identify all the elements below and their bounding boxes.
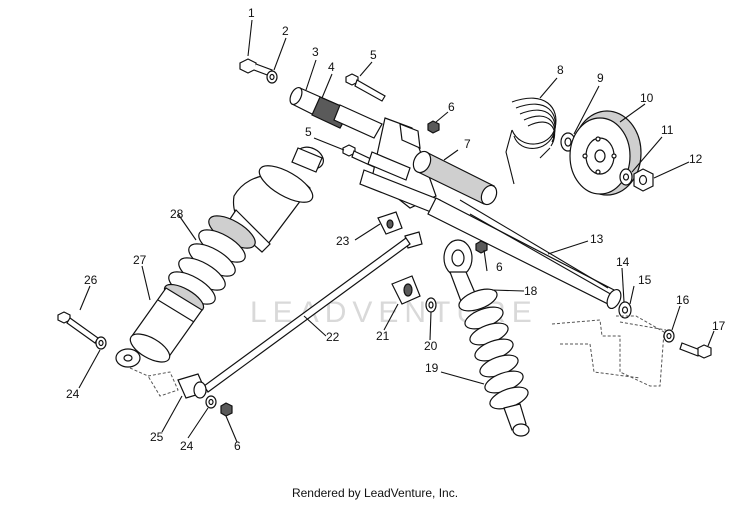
callout-2: 2: [282, 24, 289, 38]
callout-8: 8: [557, 63, 564, 77]
callout-28: 28: [170, 207, 184, 221]
shock-spring-19: [458, 288, 530, 437]
bushing-14-15: [618, 301, 632, 319]
nut-6-top: [427, 120, 440, 134]
callout-22: 22: [326, 330, 340, 344]
rear-shock-27: [227, 146, 324, 253]
washer-24-lower: [205, 395, 217, 409]
washer-20: [425, 297, 437, 313]
rail-mount-outline: [551, 315, 667, 387]
nut-6-lower: [220, 402, 233, 417]
washer-11: [619, 168, 633, 186]
leader-lines: [78, 19, 715, 443]
callout-20: 20: [424, 339, 438, 353]
rear-shock-spring-28: [163, 215, 256, 313]
sleeve-3: [289, 86, 383, 139]
callout-4: 4: [328, 60, 335, 74]
callout-5-lower: 5: [305, 125, 312, 139]
callout-7: 7: [464, 137, 471, 151]
callout-11: 11: [661, 123, 674, 137]
callout-15: 15: [638, 273, 652, 287]
callout-6-center: 6: [496, 260, 503, 274]
washer-2: [266, 70, 278, 84]
callout-5-upper: 5: [370, 48, 377, 62]
washer-24-left: [95, 336, 107, 350]
callout-3: 3: [312, 45, 319, 59]
callout-25: 25: [150, 430, 164, 444]
pivot-bracket-7: [359, 117, 498, 215]
callout-21: 21: [376, 329, 390, 343]
callout-24-lower: 24: [180, 439, 194, 453]
bushing-21: [391, 275, 421, 305]
callout-19: 19: [425, 361, 439, 375]
bolt-17: [679, 342, 712, 359]
callout-17: 17: [712, 319, 726, 333]
washer-16: [663, 329, 675, 343]
callout-18: 18: [524, 284, 538, 298]
shock-mount-outline: [129, 367, 179, 397]
callout-6-lower: 6: [234, 439, 241, 453]
torsion-spring-8: [505, 97, 557, 185]
swing-arm-13: [427, 197, 622, 310]
rear-shock-body: [115, 287, 203, 368]
callout-9: 9: [597, 71, 604, 85]
callout-16: 16: [676, 293, 690, 307]
callout-26: 26: [84, 273, 98, 287]
callout-23: 23: [336, 234, 350, 248]
callout-14: 14: [616, 255, 630, 269]
callout-6-top: 6: [448, 100, 455, 114]
bolt-1: [239, 58, 273, 77]
callout-13: 13: [590, 232, 604, 246]
callout-27: 27: [133, 253, 147, 267]
bolt-26: [57, 311, 99, 344]
callout-24-left: 24: [66, 387, 80, 401]
bushing-25: [177, 373, 207, 399]
bolt-5-upper: [345, 73, 386, 102]
callout-10: 10: [640, 91, 654, 105]
nut-12: [633, 168, 654, 192]
nut-6-center: [475, 240, 488, 254]
footer-credit: Rendered by LeadVenture, Inc.: [291, 486, 459, 500]
bushing-23: [377, 211, 403, 235]
callout-12: 12: [689, 152, 703, 166]
callout-1: 1: [248, 6, 255, 20]
